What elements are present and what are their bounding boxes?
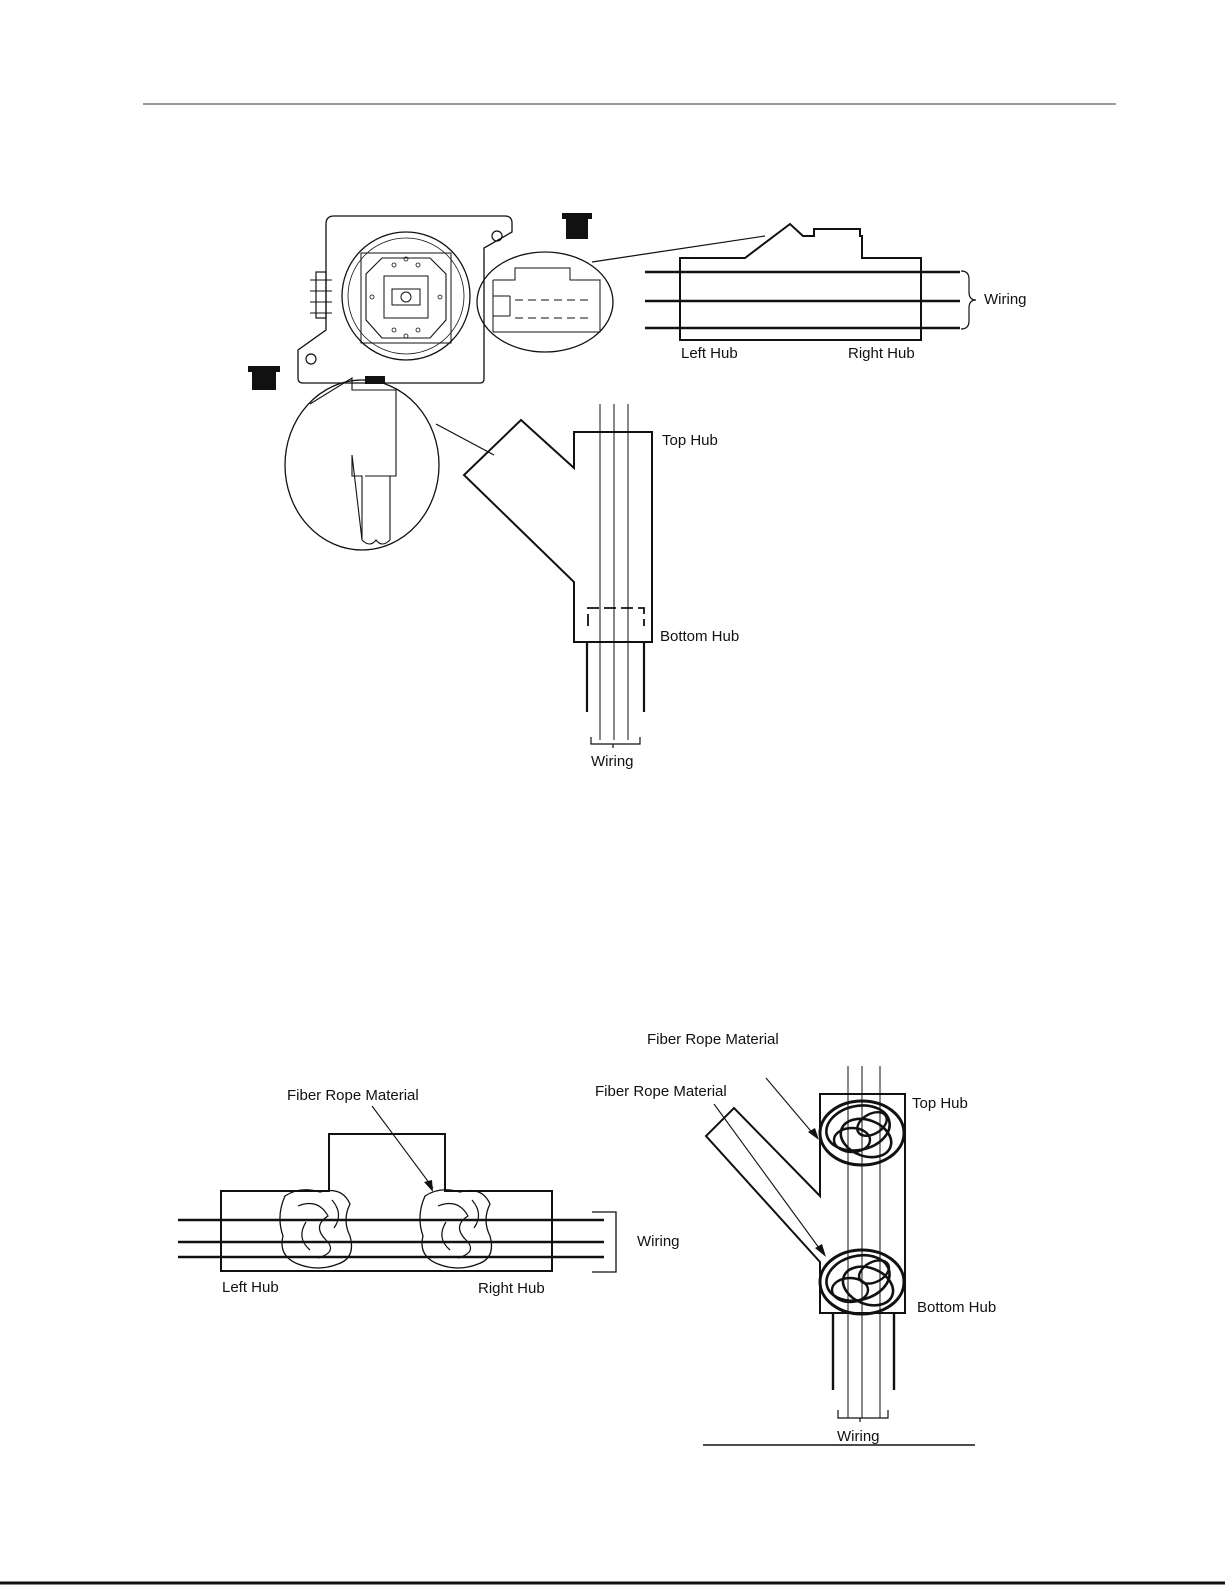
label-left-hub-f2: Left Hub [222, 1279, 279, 1296]
label-wiring-f3: Wiring [837, 1428, 880, 1445]
fiber-horizontal-fitting: Wiring Fiber Rope Material Left Hub Righ… [178, 1087, 680, 1297]
label-fiber-rope-f3-upper: Fiber Rope Material [647, 1031, 779, 1048]
horizontal-fitting: Wiring Left Hub Right Hub [645, 224, 1027, 362]
marker-left-stem [252, 372, 276, 390]
marker-left [248, 366, 280, 372]
wiring-bracket-right [961, 271, 976, 329]
label-wiring-bottom: Wiring [591, 753, 634, 770]
marker-top-stem [566, 219, 588, 239]
marker-top [562, 213, 592, 219]
vertical-fitting: Top Hub Bottom Hub Wiring [464, 404, 739, 770]
device-drawing [248, 213, 592, 390]
label-fiber-rope-f3-lower: Fiber Rope Material [595, 1083, 727, 1100]
label-fiber-rope-f2: Fiber Rope Material [287, 1087, 419, 1104]
arrow-head-f2 [424, 1180, 433, 1192]
label-top-hub-f3: Top Hub [912, 1095, 968, 1112]
label-wiring-right: Wiring [984, 291, 1027, 308]
label-bottom-hub-f3: Bottom Hub [917, 1299, 996, 1316]
label-top-hub-1: Top Hub [662, 432, 718, 449]
label-wiring-f2: Wiring [637, 1233, 680, 1250]
label-right-hub-f2: Right Hub [478, 1280, 545, 1297]
arrow-head-f3-bottom [815, 1244, 826, 1257]
label-bottom-hub-1: Bottom Hub [660, 628, 739, 645]
label-left-hub-1: Left Hub [681, 345, 738, 362]
zoom-callout-left [285, 378, 494, 550]
label-right-hub-1: Right Hub [848, 345, 915, 362]
zoom-callout-right [477, 236, 765, 352]
wiring-bracket-bottom [591, 737, 640, 748]
